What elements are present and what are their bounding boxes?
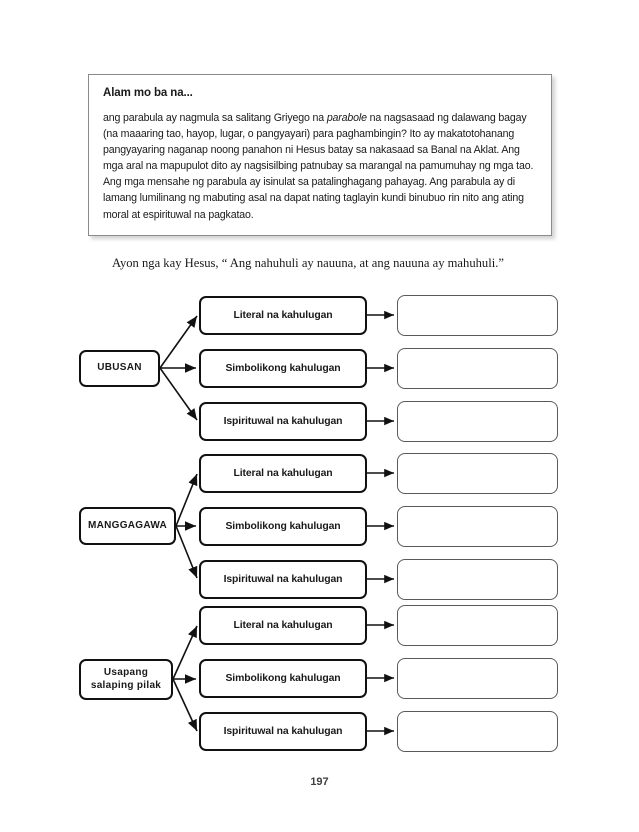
branch-node-ispirituwal-1[interactable]: Ispirituwal na kahulugan [199,402,367,441]
branch-node-simboliko-3[interactable]: Simbolikong kahulugan [199,659,367,698]
source-node-manggagawa[interactable]: MANGGAGAWA [79,507,176,545]
page-number: 197 [310,776,329,788]
hesus-quote: Ayon nga kay Hesus, “ Ang nahuhuli ay na… [112,256,504,270]
branch-node-literal-1[interactable]: Literal na kahulugan [199,296,367,335]
callout-body-part1: ang parabula ay nagmula sa salitang Griy… [103,112,327,124]
branch-node-label: Ispirituwal na kahulugan [223,416,343,427]
callout-body-part2: na nagsasaad ng dalawang bagay (na maaar… [103,112,534,221]
answer-box-simboliko-1[interactable] [397,348,558,389]
branch-node-simboliko-1[interactable]: Simbolikong kahulugan [199,349,367,388]
answer-box-literal-2[interactable] [397,453,558,494]
source-node-ubusan[interactable]: UBUSAN [79,350,160,387]
branch-node-label: Simbolikong kahulugan [225,673,341,684]
answer-box-ispirituwal-3[interactable] [397,711,558,752]
source-node-label: MANGGAGAWA [87,519,168,531]
source-node-label-line2: salaping pilak [90,679,162,691]
branch-node-literal-3[interactable]: Literal na kahulugan [199,606,367,645]
source-node-label-line1: Usapang [103,666,149,678]
branch-node-literal-2[interactable]: Literal na kahulugan [199,454,367,493]
answer-box-literal-3[interactable] [397,605,558,646]
branch-node-label: Simbolikong kahulugan [225,521,341,532]
branch-node-label: Ispirituwal na kahulugan [223,574,343,585]
branch-node-ispirituwal-2[interactable]: Ispirituwal na kahulugan [199,560,367,599]
callout-italic-term: parabole [326,112,367,124]
answer-box-simboliko-3[interactable] [397,658,558,699]
callout-title: Alam mo ba na... [103,87,193,99]
answer-box-literal-1[interactable] [397,295,558,336]
branch-node-label: Literal na kahulugan [233,468,333,479]
answer-box-ispirituwal-2[interactable] [397,559,558,600]
answer-box-ispirituwal-1[interactable] [397,401,558,442]
source-node-usapang-salaping-pilak[interactable]: Usapang salaping pilak [79,659,173,700]
branch-node-label: Literal na kahulugan [233,310,333,321]
branch-node-simboliko-2[interactable]: Simbolikong kahulugan [199,507,367,546]
branch-node-label: Ispirituwal na kahulugan [223,726,343,737]
source-node-label: UBUSAN [97,362,142,374]
alam-mo-ba-na-callout: Alam mo ba na... ang parabula ay nagmula… [88,74,552,236]
branch-node-ispirituwal-3[interactable]: Ispirituwal na kahulugan [199,712,367,751]
branch-node-label: Literal na kahulugan [233,620,333,631]
callout-body: ang parabula ay nagmula sa salitang Griy… [103,110,537,223]
answer-box-simboliko-2[interactable] [397,506,558,547]
branch-node-label: Simbolikong kahulugan [225,363,341,374]
